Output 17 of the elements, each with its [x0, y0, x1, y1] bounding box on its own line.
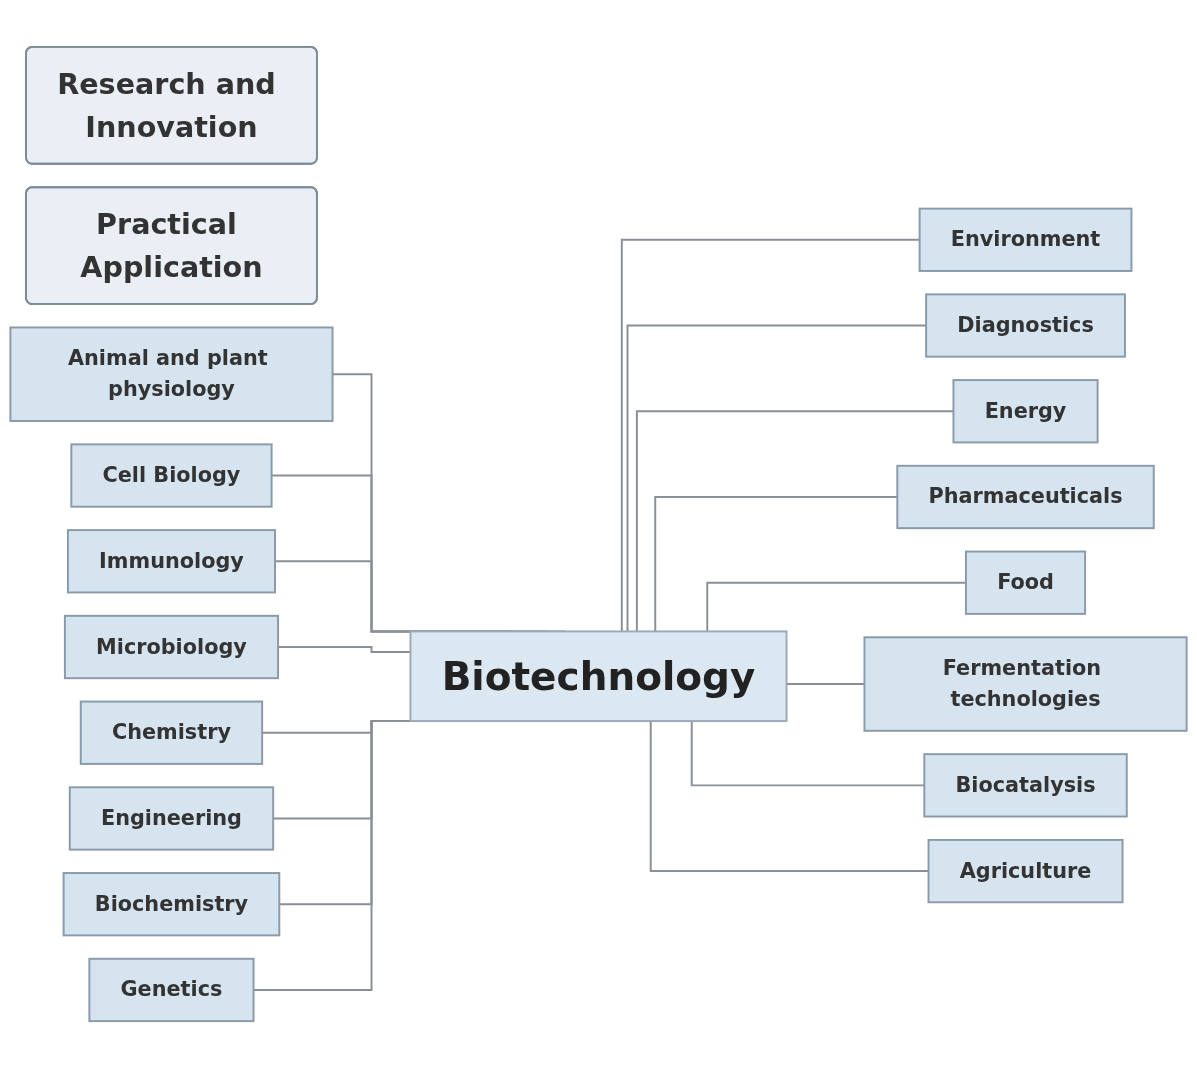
node-box: Immunology	[66, 529, 276, 594]
node-box: Animal and plant physiology	[9, 326, 334, 422]
node-box: Biocatalysis	[923, 753, 1128, 818]
node-box: Diagnostics	[925, 293, 1126, 358]
node-box: Engineering	[68, 786, 275, 851]
node-box: Agriculture	[927, 838, 1124, 904]
node-box: Environment	[918, 207, 1133, 272]
node-box: Genetics	[88, 957, 255, 1023]
node-box: Chemistry	[79, 700, 264, 765]
node-box: Microbiology	[63, 614, 279, 680]
node-box: Biotechnology	[409, 630, 788, 723]
node-box: Biochemistry	[62, 872, 281, 937]
node-box: Energy	[952, 379, 1099, 444]
node-box: Pharmaceuticals	[896, 464, 1155, 530]
node-box: Cell Biology	[70, 443, 273, 508]
node-box: Food	[965, 550, 1087, 615]
node-box: Fermentation technologies	[863, 636, 1188, 732]
